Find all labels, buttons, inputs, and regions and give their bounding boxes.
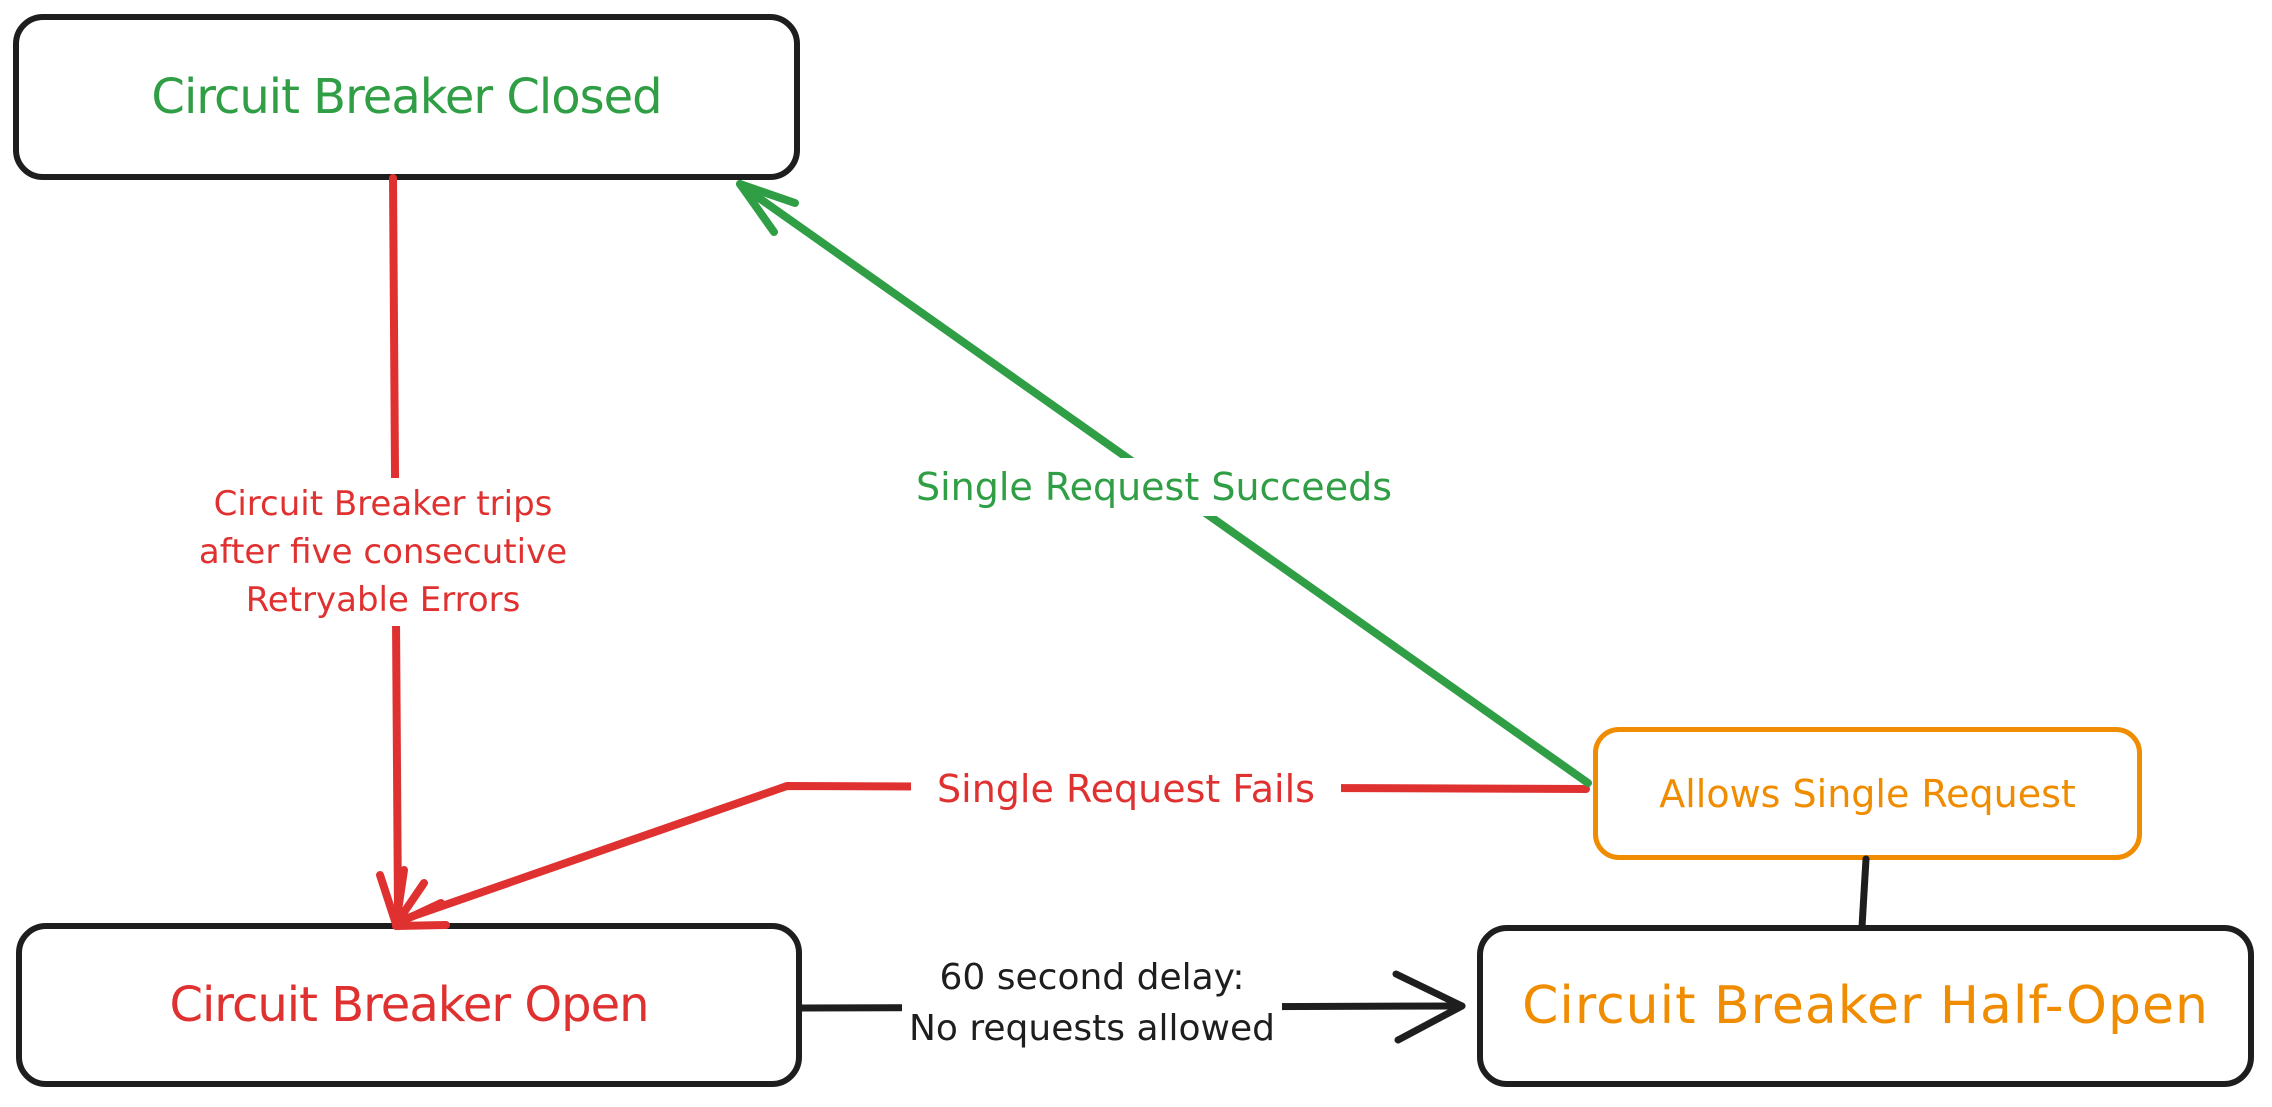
node-circuit-breaker-open: Circuit Breaker Open [16,923,802,1087]
node-open-label: Circuit Breaker Open [169,977,649,1033]
edge-label-trips: Circuit Breaker trips after five consecu… [163,478,603,626]
node-allows-label: Allows Single Request [1659,771,2076,816]
edge-label-trips-line3: Retryable Errors [245,580,521,620]
edge-label-succeeds-text: Single Request Succeeds [915,465,1392,509]
node-allows-single-request: Allows Single Request [1593,727,2142,860]
node-half-open-label: Circuit Breaker Half-Open [1522,976,2209,1036]
node-circuit-breaker-half-open: Circuit Breaker Half-Open [1477,925,2254,1087]
edge-label-fails: Single Request Fails [911,760,1341,818]
edge-label-fails-text: Single Request Fails [937,767,1315,811]
edge-label-delay-line2: No requests allowed [909,1008,1275,1049]
edge-label-delay: 60 second delay: No requests allowed [902,951,1282,1055]
edge-label-trips-line1: Circuit Breaker trips [213,484,553,524]
edge-probe-link-line [1858,855,1870,931]
edge-label-trips-line2: after five consecutive [198,532,568,572]
node-closed-label: Circuit Breaker Closed [151,69,662,125]
edge-label-succeeds: Single Request Succeeds [904,458,1404,516]
node-circuit-breaker-closed: Circuit Breaker Closed [13,14,800,180]
edge-label-delay-line1: 60 second delay: [939,957,1245,998]
